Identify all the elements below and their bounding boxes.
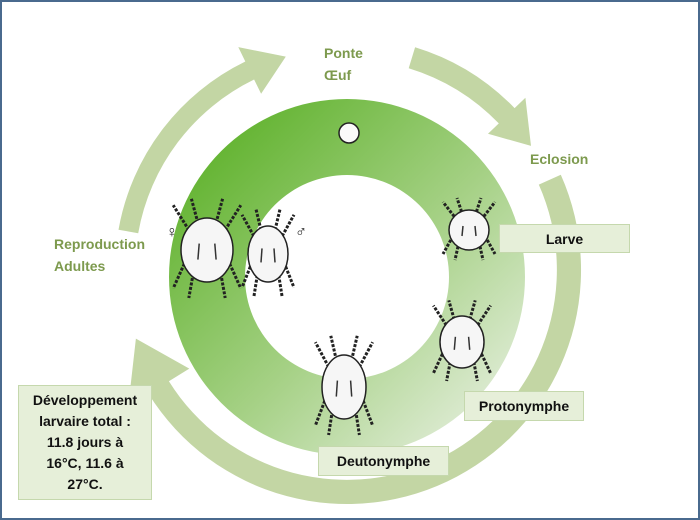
stage-box-larve: Larve	[499, 224, 630, 253]
arrow-reproduction-to-ponte	[118, 47, 286, 234]
protonymph-mite-icon	[432, 299, 492, 382]
arrow-ponte-to-eclosion	[408, 47, 531, 146]
info-line: larvaire total :	[39, 413, 131, 429]
info-line: 16°C, 11.6 à	[46, 455, 124, 471]
stage-box-deutonymphe: Deutonymphe	[318, 446, 449, 476]
info-line: Développement	[32, 392, 138, 408]
label-oeuf: Œuf	[324, 67, 352, 83]
female-symbol: ♀	[166, 224, 178, 241]
stage-box-protonymphe: Protonymphe	[464, 391, 584, 421]
larva-mite-icon	[441, 197, 497, 261]
info-line: 27°C.	[67, 476, 103, 492]
female-adult-mite-icon	[171, 198, 243, 299]
label-ponte: Ponte	[324, 45, 363, 61]
info-line: 11.8 jours à	[46, 434, 124, 450]
egg-icon	[338, 122, 360, 144]
male-adult-mite-icon	[240, 208, 296, 297]
label-adultes: Adultes	[54, 258, 106, 274]
label-eclosion: Eclosion	[530, 151, 589, 167]
label-reproduction: Reproduction	[54, 236, 145, 252]
deutonymph-mite-icon	[313, 335, 375, 436]
development-info-box: Développement larvaire total : 11.8 jour…	[18, 385, 152, 500]
stage-label: Larve	[545, 230, 584, 247]
stage-label: Deutonymphe	[336, 453, 431, 469]
stage-label: Protonymphe	[478, 398, 570, 414]
male-symbol: ♂	[295, 224, 307, 241]
